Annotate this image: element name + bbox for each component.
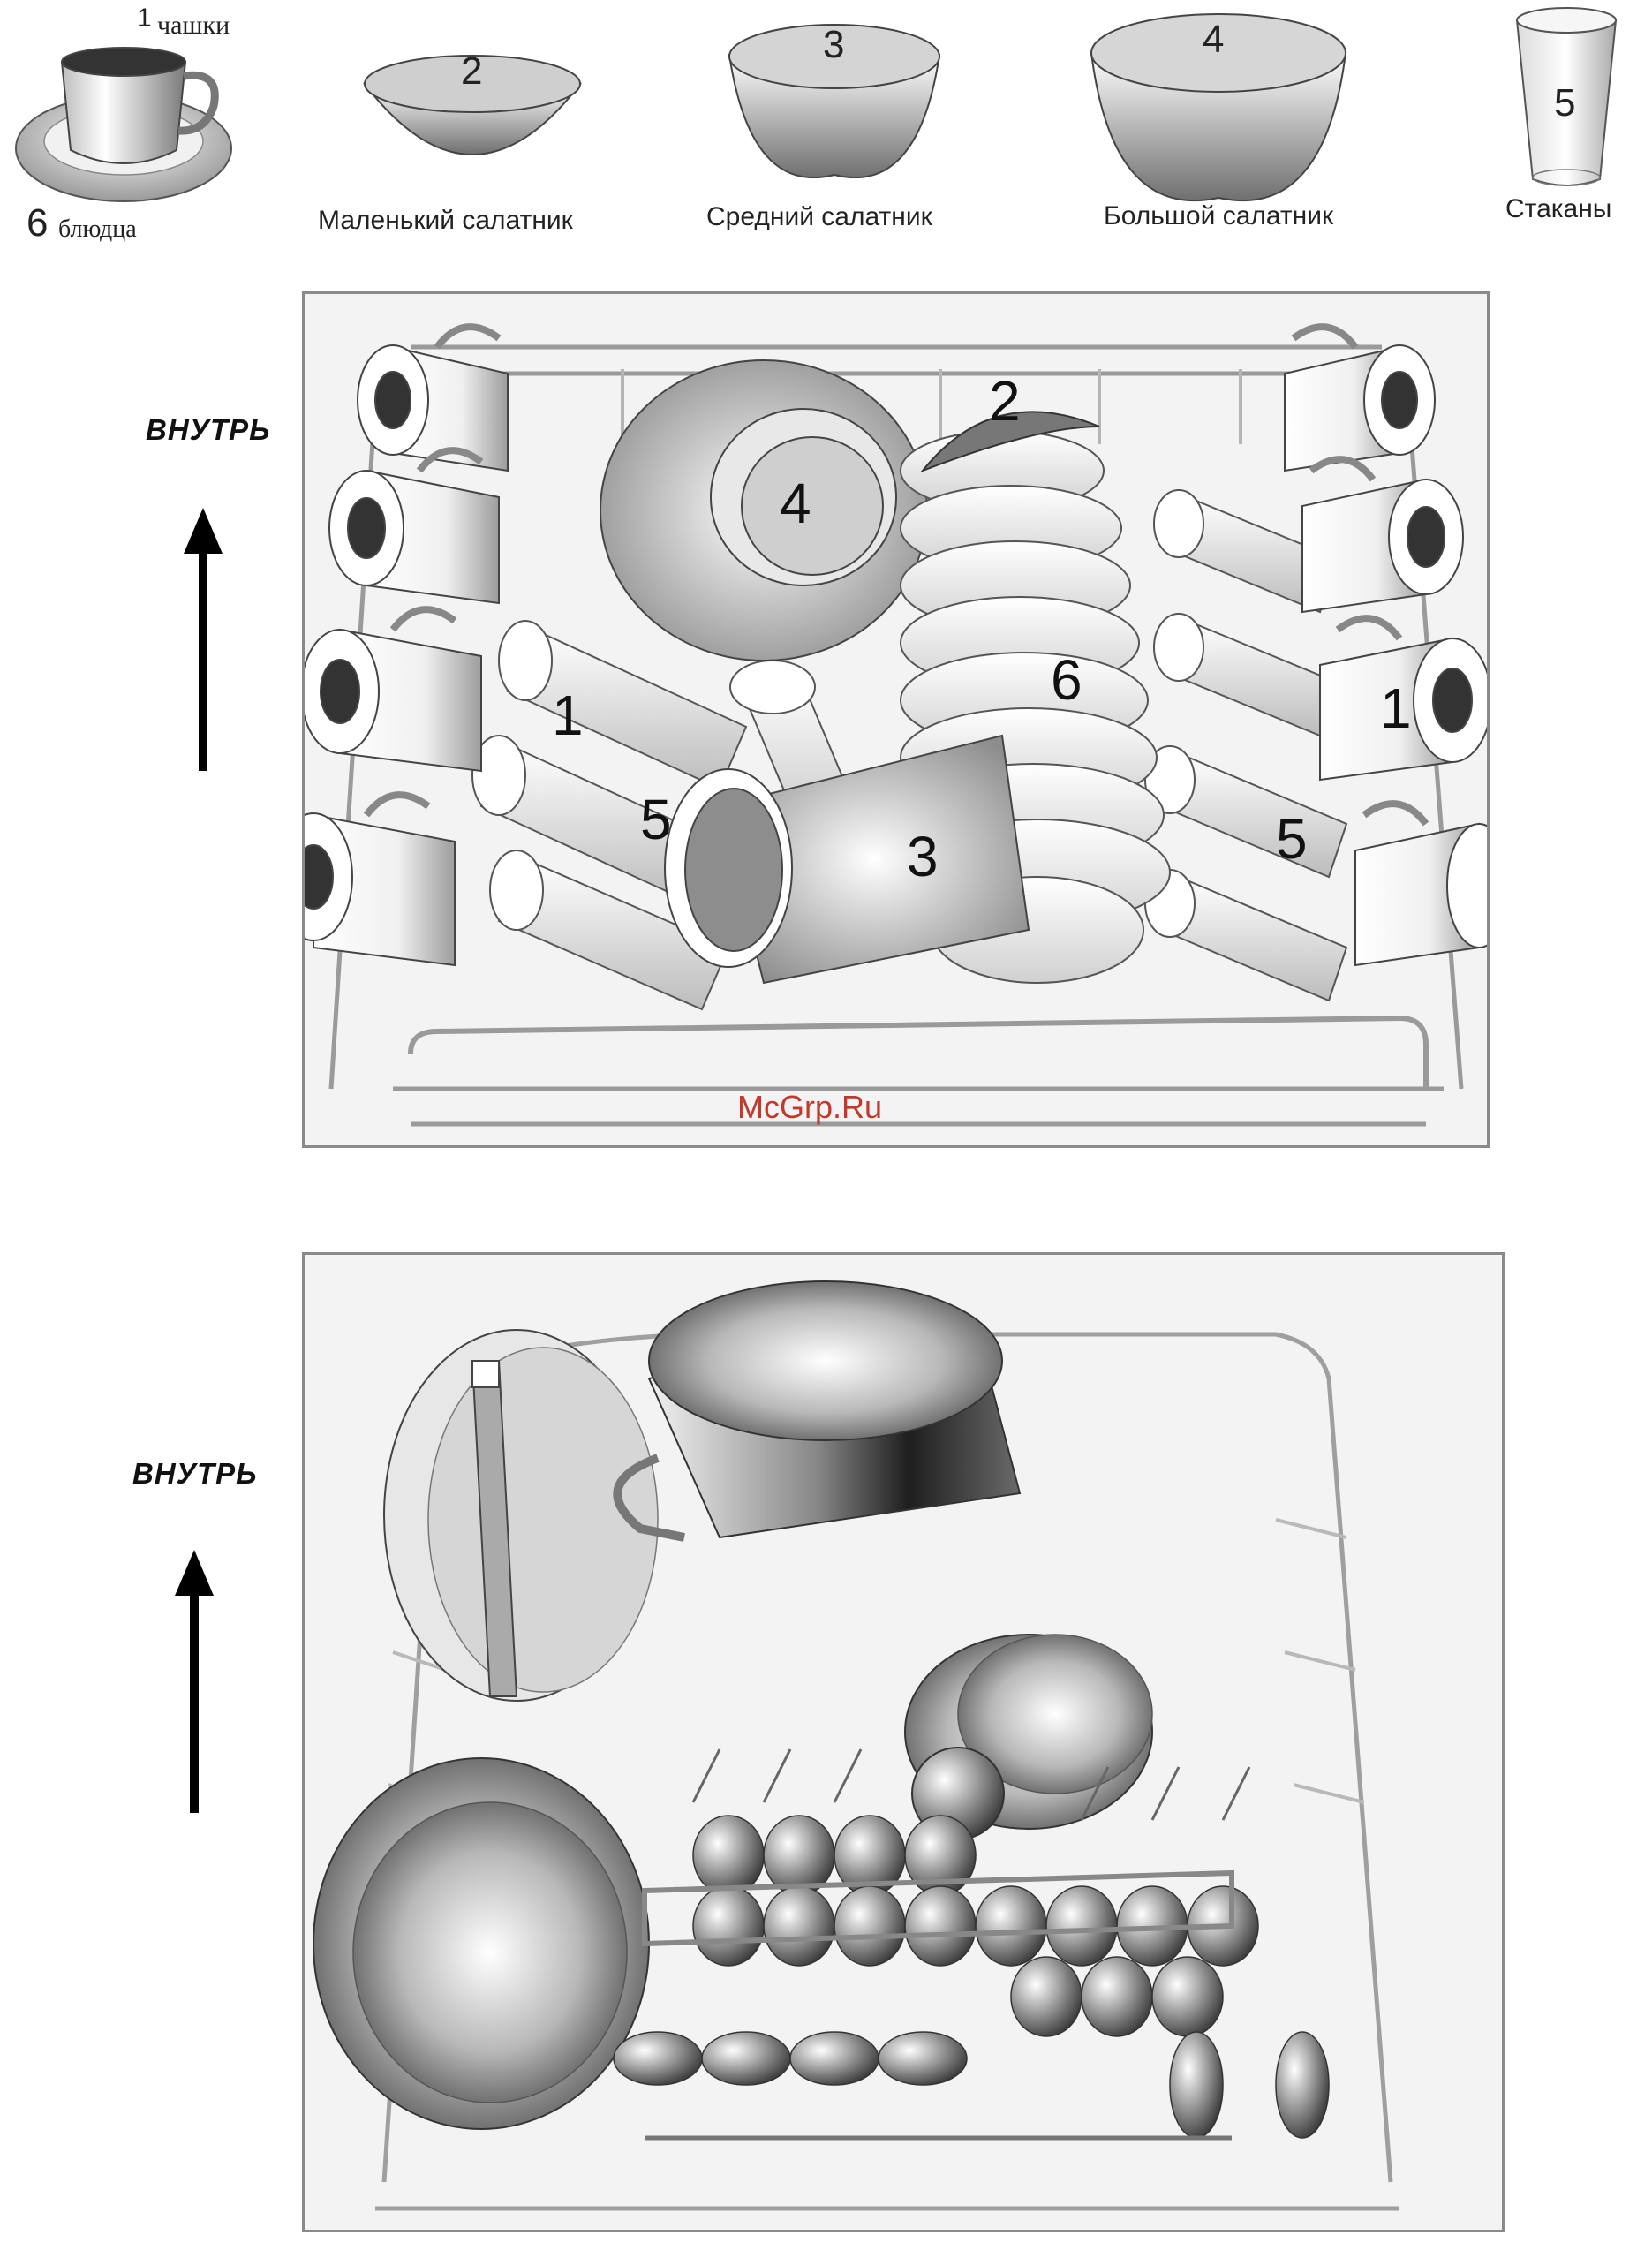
cups-left-number: 1 bbox=[552, 683, 584, 748]
watermark: McGrp.Ru bbox=[737, 1089, 882, 1126]
glasses-right-number: 5 bbox=[1276, 806, 1308, 872]
glasses-number: 5 bbox=[1554, 81, 1575, 125]
glasses-left-number: 5 bbox=[640, 787, 672, 852]
medium-bowl-label: Средний салатник bbox=[706, 202, 932, 232]
cup-and-saucer-illustration bbox=[9, 18, 247, 230]
saucers-number-upper: 6 bbox=[1051, 647, 1082, 713]
glasses-label: Стаканы bbox=[1505, 194, 1611, 224]
saucers-number: 6 bbox=[26, 201, 48, 245]
large-bowl-number: 4 bbox=[1203, 18, 1224, 62]
lower-basket-panel bbox=[302, 1252, 1505, 2232]
lower-direction-label: ВНУТРЬ bbox=[132, 1457, 258, 1491]
medium-bowl-number-upper: 3 bbox=[907, 824, 939, 889]
upper-direction-label: ВНУТРЬ bbox=[146, 413, 271, 447]
small-bowl-number-upper: 2 bbox=[989, 368, 1021, 434]
large-bowl-number-upper: 4 bbox=[780, 471, 811, 536]
cups-label: чашки bbox=[157, 11, 230, 41]
cups-right-number: 1 bbox=[1380, 676, 1412, 741]
upper-basket-illustration bbox=[305, 294, 1490, 1148]
lower-direction-arrow-icon bbox=[168, 1550, 221, 1815]
upper-basket-panel: 1 1 2 3 4 5 5 6 McGrp.Ru bbox=[302, 291, 1490, 1148]
cups-number: 1 bbox=[137, 4, 152, 34]
large-bowl-label: Большой салатник bbox=[1104, 201, 1333, 231]
upper-direction-arrow-icon bbox=[177, 508, 230, 773]
lower-basket-illustration bbox=[305, 1255, 1505, 2232]
small-bowl-number: 2 bbox=[461, 49, 482, 94]
small-bowl-label: Маленький салатник bbox=[318, 206, 573, 236]
saucers-label: блюдца bbox=[58, 215, 137, 244]
medium-bowl-number: 3 bbox=[823, 23, 844, 67]
